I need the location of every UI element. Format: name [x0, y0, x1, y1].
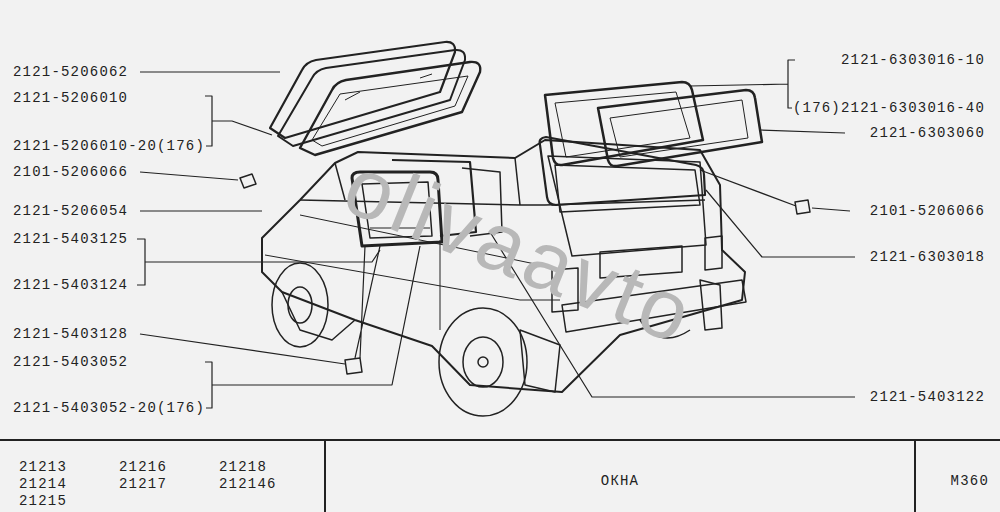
part-number: 2121-5403125 — [12, 230, 129, 248]
part-number: 2101-5206066 — [12, 163, 129, 181]
model-number: 21215 — [18, 492, 68, 510]
part-number: 2121-6303018 — [869, 248, 986, 266]
part-number: 2121-5403052-20(176) — [12, 399, 206, 417]
sheet-title: ОКНА — [600, 472, 640, 490]
part-number: 2121-6303016-10 — [840, 51, 986, 69]
part-number: (176)2121-6303016-40 — [792, 99, 986, 117]
part-number: 2101-5206066 — [869, 202, 986, 220]
model-number: 21214 — [18, 475, 68, 493]
sheet-code: М360 — [950, 472, 990, 490]
part-number: 2121-5403128 — [12, 325, 129, 343]
part-number: 2121-5206062 — [12, 63, 129, 81]
part-number: 2121-5403124 — [12, 276, 129, 294]
model-number: 21213 — [18, 458, 68, 476]
part-number: 2121-6303060 — [869, 124, 986, 142]
part-number: 2121-5403052 — [12, 353, 129, 371]
part-number: 2121-5206010 — [12, 89, 129, 107]
model-number: 212146 — [218, 475, 278, 493]
part-number: 2121-5206010-20(176) — [12, 137, 206, 155]
part-number: 2121-5206054 — [12, 202, 129, 220]
part-number: 2121-5403122 — [869, 388, 986, 406]
model-number: 21217 — [118, 475, 168, 493]
model-number: 21216 — [118, 458, 168, 476]
model-number: 21218 — [218, 458, 268, 476]
